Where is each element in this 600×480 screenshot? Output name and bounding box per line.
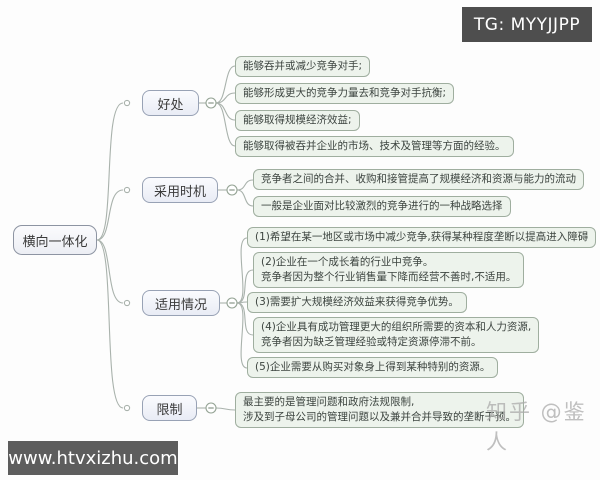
leaf-node[interactable]: (4)企业具有成功管理更大的组织所需要的资本和人力资源, 竞争者因为缺乏管理经验… bbox=[253, 317, 540, 353]
branch-label: 适用情况 bbox=[154, 297, 207, 313]
leaf-node[interactable]: 能够形成更大的竞争力量去和竞争对手抗衡; bbox=[235, 83, 455, 104]
collapse-icon[interactable] bbox=[205, 97, 217, 109]
tg-watermark-label: TG: MYYJJPP bbox=[473, 14, 581, 35]
tg-watermark-badge: TG: MYYJJPP bbox=[462, 7, 592, 42]
leaf-node[interactable]: (3)需要扩大规模经济效益来获得竞争优势。 bbox=[247, 292, 467, 313]
wire-leaf bbox=[215, 65, 236, 104]
wire-leaf bbox=[236, 179, 254, 191]
leaf-node[interactable]: 能够取得规模经济效益; bbox=[235, 110, 360, 131]
branch-label: 采用时机 bbox=[153, 184, 206, 200]
root-label: 横向一体化 bbox=[22, 234, 88, 250]
junction-dot bbox=[123, 299, 131, 307]
collapse-icon[interactable] bbox=[226, 184, 238, 196]
leaf-node[interactable]: 竞争者之间的合并、收购和接管提高了规模经济和资源与能力的流动 bbox=[253, 169, 584, 190]
wire-root-situations bbox=[96, 239, 124, 304]
branch-timing[interactable]: 采用时机 bbox=[142, 177, 218, 203]
junction-dot bbox=[123, 186, 131, 194]
collapse-icon[interactable] bbox=[226, 297, 238, 309]
leaf-node[interactable]: (1)希望在某一地区或市场中减少竞争,获得某种程度垄断以提高进入障碍 bbox=[247, 227, 597, 248]
leaf-node[interactable]: (5)企业需要从购买对象身上得到某种特别的资源。 bbox=[247, 357, 499, 378]
collapse-icon[interactable] bbox=[205, 402, 217, 414]
wire-leaf bbox=[215, 102, 236, 147]
site-watermark-badge: www.htvxizhu.com bbox=[8, 441, 178, 475]
wire-leaf bbox=[236, 237, 248, 304]
root-node[interactable]: 横向一体化 bbox=[13, 225, 97, 255]
branch-limits[interactable]: 限制 bbox=[142, 395, 197, 421]
junction-dot bbox=[123, 404, 131, 412]
wire-leaf bbox=[236, 302, 248, 369]
wire-root-timing bbox=[96, 189, 124, 241]
wire-root-benefits bbox=[96, 102, 124, 241]
branch-benefits[interactable]: 好处 bbox=[142, 90, 199, 116]
leaf-node[interactable]: 一般是企业面对比较激烈的竞争进行的一种战略选择 bbox=[253, 196, 511, 217]
wire-leaf bbox=[215, 92, 236, 104]
site-watermark-label: www.htvxizhu.com bbox=[8, 447, 178, 469]
leaf-node[interactable]: 能够吞并或减少竞争对手; bbox=[235, 56, 371, 77]
leaf-node[interactable]: 能够取得被吞并企业的市场、技术及管理等方面的经验。 bbox=[235, 136, 514, 157]
branch-situations[interactable]: 适用情况 bbox=[142, 290, 220, 316]
junction-dot bbox=[123, 99, 131, 107]
wire-root-limits bbox=[96, 239, 124, 409]
branch-label: 限制 bbox=[156, 402, 183, 418]
branch-label: 好处 bbox=[157, 97, 184, 113]
leaf-node[interactable]: (2)企业在一个成长着的行业中竞争。 竞争者因为整个行业销售量下降而经营不善时,… bbox=[253, 252, 525, 288]
leaf-node[interactable]: 最主要的是管理问题和政府法规限制, 涉及到子母公司的管理问题以及兼并合并导致的垄… bbox=[235, 392, 524, 428]
wire-leaf bbox=[236, 189, 254, 207]
wire-leaf bbox=[236, 269, 254, 304]
wire-leaf bbox=[215, 102, 236, 121]
wire-leaf bbox=[215, 407, 236, 411]
